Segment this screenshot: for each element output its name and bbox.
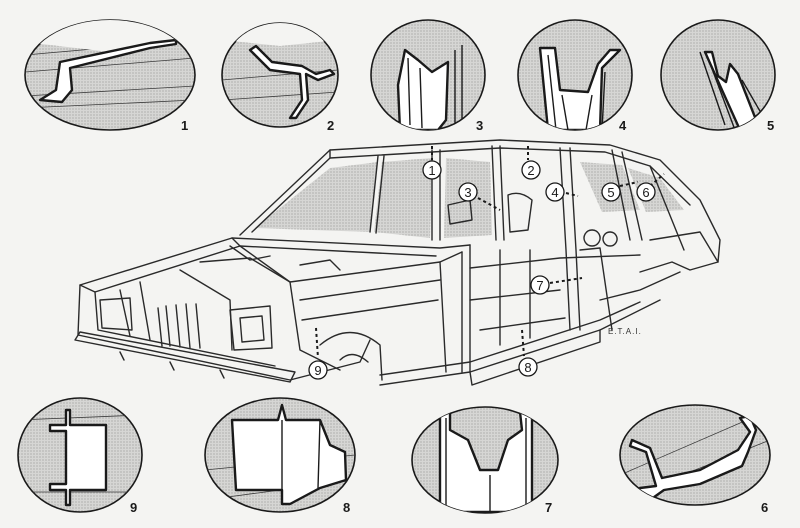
detail-view-2 — [221, 22, 339, 128]
callout-label-8: 8 — [524, 360, 531, 375]
credit-label: E.T.A.I. — [608, 327, 642, 336]
callout-1: 1 — [422, 160, 442, 180]
callout-5: 5 — [601, 182, 621, 202]
detail-number-7: 7 — [545, 500, 552, 515]
callout-6: 6 — [636, 182, 656, 202]
detail-view-7 — [411, 406, 559, 514]
detail-number-5: 5 — [767, 118, 774, 133]
callout-label-7: 7 — [536, 278, 543, 293]
callout-label-5: 5 — [607, 185, 614, 200]
callout-label-3: 3 — [464, 185, 471, 200]
detail-number-6: 6 — [761, 500, 768, 515]
detail-number-9: 9 — [130, 500, 137, 515]
callout-9: 9 — [308, 360, 328, 380]
detail-number-8: 8 — [343, 500, 350, 515]
detail-number-4: 4 — [619, 118, 627, 133]
callout-leaders — [315, 146, 665, 359]
callout-4: 4 — [545, 182, 565, 202]
detail-view-5 — [660, 19, 776, 131]
callout-3: 3 — [458, 182, 478, 202]
callout-2: 2 — [521, 160, 541, 180]
detail-view-8 — [204, 397, 356, 513]
detail-view-9 — [17, 397, 143, 513]
callout-label-9: 9 — [314, 363, 321, 378]
callout-8: 8 — [518, 357, 538, 377]
callout-label-2: 2 — [527, 163, 534, 178]
car-body-shell — [74, 139, 721, 386]
callout-7: 7 — [530, 275, 550, 295]
callout-label-1: 1 — [428, 163, 435, 178]
callout-label-4: 4 — [551, 185, 558, 200]
detail-view-1 — [24, 19, 196, 131]
callout-label-6: 6 — [642, 185, 649, 200]
detail-view-6 — [619, 404, 771, 506]
detail-number-2: 2 — [327, 118, 334, 133]
detail-view-4 — [517, 19, 633, 131]
detail-view-3 — [370, 19, 486, 131]
detail-number-3: 3 — [476, 118, 483, 133]
detail-number-1: 1 — [181, 118, 188, 133]
